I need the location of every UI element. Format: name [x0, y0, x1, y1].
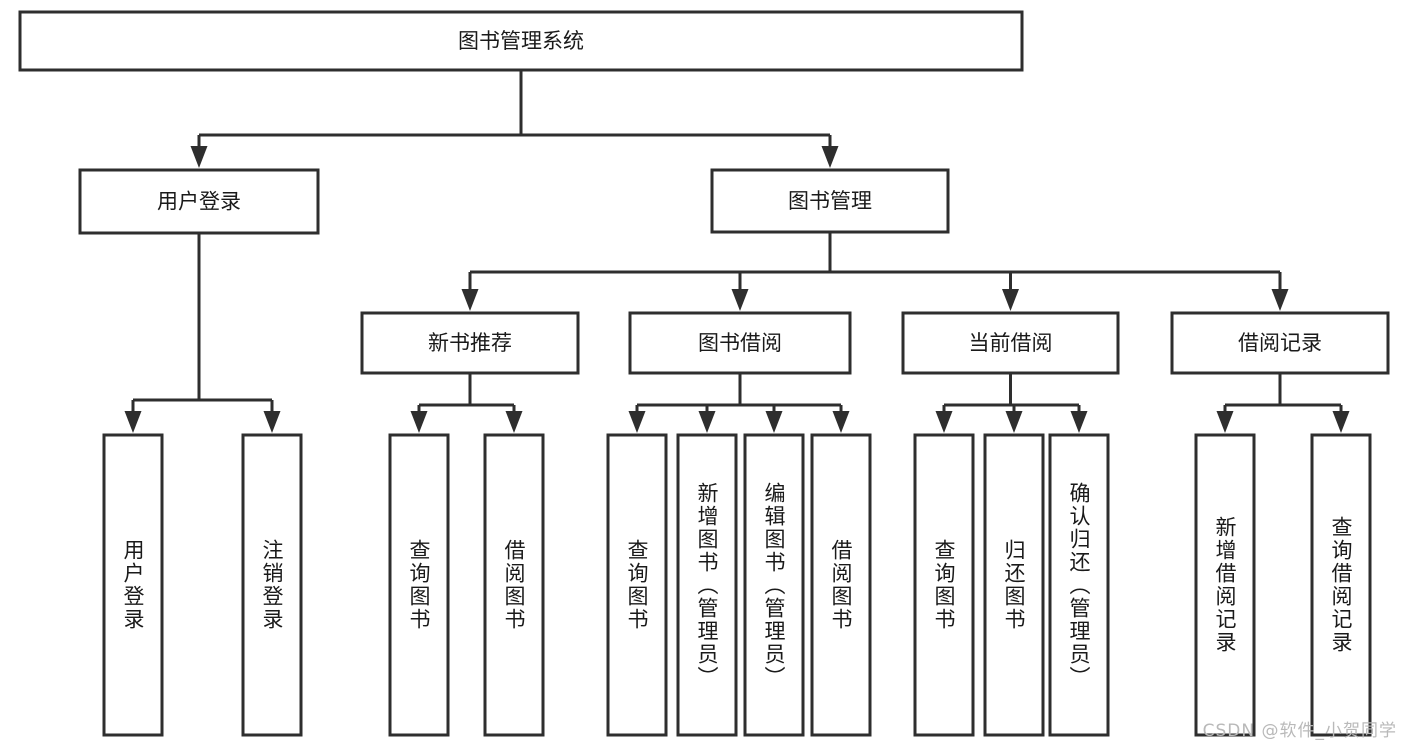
node-leaf-add-book[interactable]: [676, 433, 738, 737]
node-leaf-return-book[interactable]: [983, 433, 1045, 737]
node-label-root: 图书管理系统: [458, 29, 584, 53]
connector-group-current-borrow: [935, 373, 1088, 433]
node-leaf-query-book-1[interactable]: [388, 433, 450, 737]
connector-group-new-book-recommend: [410, 373, 523, 433]
node-label-book-manage: 图书管理: [788, 189, 872, 213]
node-root[interactable]: 图书管理系统: [18, 10, 1024, 72]
connector-group-book-manage: [461, 232, 1289, 311]
node-leaf-confirm-return[interactable]: [1048, 433, 1110, 737]
node-label-new-book-recommend: 新书推荐: [428, 331, 512, 355]
node-borrow-record[interactable]: 借阅记录: [1170, 311, 1390, 375]
node-leaf-query-book-2[interactable]: [606, 433, 668, 737]
node-new-book-recommend[interactable]: 新书推荐: [360, 311, 580, 375]
node-leaf-edit-book[interactable]: [743, 433, 805, 737]
node-leaf-borrow-book-2[interactable]: [810, 433, 872, 737]
node-leaf-user-login[interactable]: [102, 433, 164, 737]
node-label-book-borrow: 图书借阅: [698, 331, 782, 355]
node-leaf-borrow-book-1[interactable]: [483, 433, 545, 737]
node-label-current-borrow: 当前借阅: [969, 331, 1053, 355]
node-leaf-query-book-3[interactable]: [913, 433, 975, 737]
connector-group-user-login: [124, 233, 281, 433]
node-leaf-logout[interactable]: [241, 433, 303, 737]
connector-group-root: [190, 70, 839, 168]
connector-group-book-borrow: [628, 373, 850, 433]
node-book-borrow[interactable]: 图书借阅: [628, 311, 852, 375]
node-label-user-login: 用户登录: [157, 190, 241, 214]
watermark-label: CSDN @软件_小贺同学: [1202, 721, 1397, 741]
node-leaf-add-record[interactable]: [1194, 433, 1256, 737]
node-book-manage[interactable]: 图书管理: [710, 168, 950, 234]
connector-group-borrow-record: [1216, 373, 1350, 433]
node-leaf-query-record[interactable]: [1310, 433, 1372, 737]
node-label-borrow-record: 借阅记录: [1238, 331, 1322, 355]
node-user-login[interactable]: 用户登录: [78, 168, 320, 235]
node-current-borrow[interactable]: 当前借阅: [901, 311, 1120, 375]
